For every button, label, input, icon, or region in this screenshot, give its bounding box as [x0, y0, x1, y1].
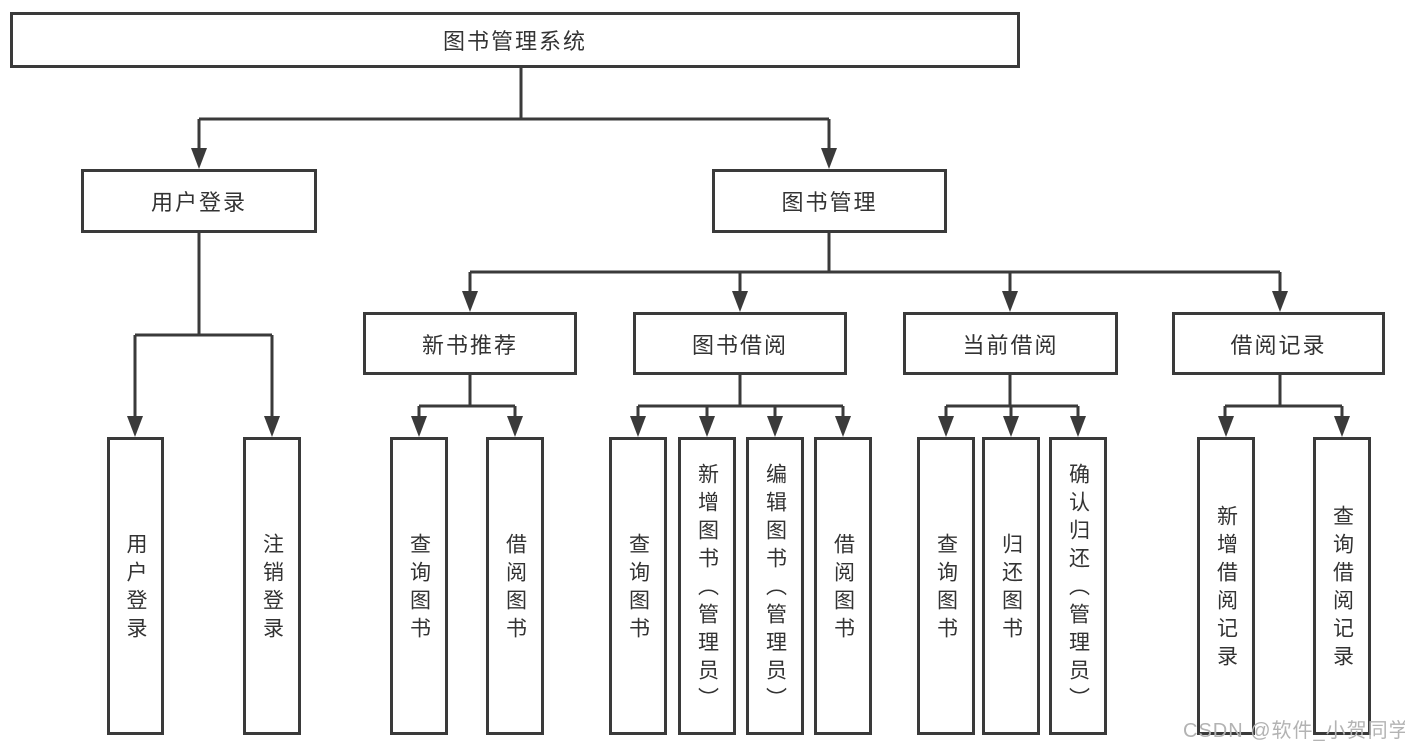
connector-user-login-children — [133, 233, 274, 420]
node-leaf-edit-books-admin: 编辑图书（管理员） — [746, 437, 804, 735]
node-book-borrow: 图书借阅 — [633, 312, 847, 375]
node-leaf-current-query-books: 查询图书 — [917, 437, 975, 735]
node-leaf-add-borrow-record: 新增借阅记录 — [1197, 437, 1255, 735]
connector-book-management-children — [468, 233, 1282, 295]
node-leaf-logout: 注销登录 — [243, 437, 301, 735]
node-leaf-recommend-borrow-books: 借阅图书 — [486, 437, 544, 735]
node-leaf-user-login: 用户登录 — [107, 437, 164, 735]
node-new-book-recommend: 新书推荐 — [363, 312, 577, 375]
connector-borrow-records-children — [1223, 375, 1344, 420]
node-leaf-borrow-query-books: 查询图书 — [609, 437, 667, 735]
watermark: CSDN @软件_小贺同学 — [1183, 720, 1405, 742]
node-user-login: 用户登录 — [81, 169, 317, 233]
connector-root-to-level2 — [197, 68, 831, 152]
node-current-borrow: 当前借阅 — [903, 312, 1118, 375]
connector-current-borrow-children — [944, 375, 1080, 420]
node-leaf-borrow-books: 借阅图书 — [814, 437, 872, 735]
node-leaf-return-books: 归还图书 — [982, 437, 1040, 735]
node-leaf-recommend-query-books: 查询图书 — [390, 437, 448, 735]
connector-book-borrow-children — [636, 375, 845, 420]
node-leaf-add-books-admin: 新增图书（管理员） — [678, 437, 736, 735]
node-leaf-query-borrow-record: 查询借阅记录 — [1313, 437, 1371, 735]
node-library-management-system: 图书管理系统 — [10, 12, 1020, 68]
node-borrow-records: 借阅记录 — [1172, 312, 1385, 375]
connector-new-book-children — [417, 375, 517, 420]
node-book-management: 图书管理 — [712, 169, 947, 233]
arrowheads — [127, 148, 1350, 437]
node-leaf-confirm-return-admin: 确认归还（管理员） — [1049, 437, 1107, 735]
